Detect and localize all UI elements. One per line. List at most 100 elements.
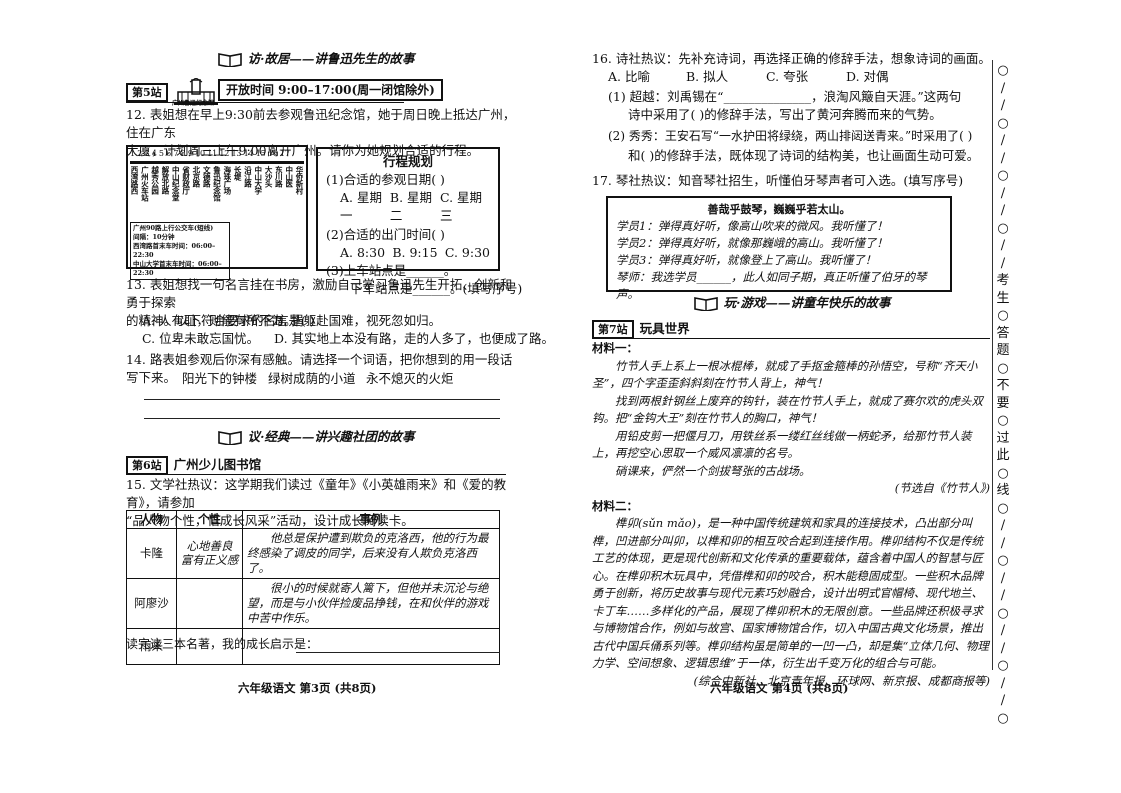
route-stop: 长堤 <box>233 165 243 180</box>
station-tag: 第7站 <box>592 320 634 339</box>
material-paragraph: 榫卯(sǔn mǎo)，是一种中国传统建筑和家具的连接技术，凸出部分叫榫，凹进部… <box>592 516 989 670</box>
zhiyin-listening-box: 善哉乎鼓琴，巍巍乎若太山。 学员1：弹得真好听，像高山吹来的微风。我听懂了！ 学… <box>606 196 952 301</box>
q16-part2-line1[interactable]: (2) 秀秀：王安石写“一水护田将绿绕，两山排闼送青来。”时采用了( ) <box>608 129 973 143</box>
plan-q1-options: A. 星期一 B. 星期二 C. 星期三 <box>326 189 490 225</box>
binding-char: ○ <box>997 220 1009 236</box>
route-stop: 文德路 <box>202 165 212 187</box>
route-stop: 东川路 <box>274 165 284 187</box>
q13-line1: 13. 表姐想找一句名言挂在书房，激励自己学习鲁迅先生开拓、创新和勇于探索 <box>126 277 513 311</box>
binding-char: ○ <box>997 658 1009 673</box>
binding-char: / <box>1000 640 1006 656</box>
student-1-answer: 学员1：弹得真好听，像高山吹来的微风。我听懂了！ <box>616 219 888 233</box>
answer-line[interactable] <box>144 399 500 400</box>
route-stop: 中山医 <box>284 165 294 187</box>
binding-char: / <box>1000 570 1006 586</box>
character-example[interactable] <box>242 627 500 665</box>
option-c[interactable]: C. 星期三 <box>439 190 483 224</box>
station-name: 广州少儿图书馆 <box>173 457 262 473</box>
q16-option-b[interactable]: B. 拟人 <box>686 69 729 84</box>
station-tag: 第5站 <box>126 82 168 102</box>
binding-char: ○ <box>997 465 1009 481</box>
option-a[interactable]: A. 8:30 <box>340 244 386 260</box>
q13-option-b[interactable]: B. 捐躯赴国难，视死忽如归。 <box>274 313 442 328</box>
museum-caption: 广州鲁迅纪念馆 <box>172 100 215 107</box>
column-header: 个性 <box>176 510 243 529</box>
binding-char: / <box>1000 185 1006 201</box>
q13-line2: 的精神。以下符合要求的名言是( ) <box>126 313 315 329</box>
q16-part2-line2[interactable]: 和( )的修辞手法，既体现了诗词的结构美，也让画面生动可爱。 <box>628 148 980 163</box>
station-underline <box>592 338 990 339</box>
route-stop: 越秀公园 <box>150 165 160 194</box>
open-book-icon <box>217 430 242 445</box>
binding-char: 不 <box>996 378 1010 393</box>
left-page: 访·故居——讲鲁迅先生的故事 第5站 广州鲁迅纪念馆 开放时间 9:00–17:… <box>0 0 554 793</box>
station-7-bar: 第7站 玩具世界 <box>592 320 690 339</box>
page-footer: 六年级语文 第3页 (共8页) <box>238 681 377 696</box>
binding-char: / <box>1000 535 1006 551</box>
plan-q2-options: A. 8:30 B. 9:15 C. 9:30 <box>326 244 490 262</box>
table-row: 卡隆 心地善良 富有正义感 他总是保护遭到欺负的克洛西，他的行为最终感染了调皮的… <box>126 527 500 579</box>
binding-char: / <box>1000 693 1006 708</box>
student-2-answer: 学员2：弹得真好听，就像那巍峨的高山。我听懂了！ <box>616 236 888 250</box>
material-source: (综合中新社、北京青年报、环球网、新京报、成都商报等) <box>693 673 990 688</box>
station-underline <box>126 102 404 103</box>
open-book-icon <box>217 52 242 67</box>
q16-option-a[interactable]: A. 比喻 <box>608 69 650 84</box>
table-header-row: 人物 个性 事例 <box>126 510 500 529</box>
character-trait[interactable] <box>176 577 243 629</box>
station-name: 玩具世界 <box>639 321 690 337</box>
q14-word-1[interactable]: 阳光下的钟楼 <box>182 371 258 386</box>
binding-char: / <box>1000 518 1006 533</box>
binding-char: ○ <box>997 413 1009 428</box>
section-title: 议·经典——讲兴趣社团的故事 <box>247 429 415 444</box>
binding-char: ○ <box>997 308 1009 323</box>
option-a[interactable]: A. 星期一 <box>340 190 382 224</box>
binding-char: / <box>1000 98 1006 113</box>
binding-char: ○ <box>997 168 1009 183</box>
q13-option-a[interactable]: A. 人有耻，则能有所不为。 <box>142 313 297 328</box>
binding-char: 此 <box>996 448 1010 463</box>
plan-q3-boarding[interactable]: (3)上车站点是______。 <box>326 262 457 278</box>
q16-option-d[interactable]: D. 对偶 <box>846 69 889 84</box>
option-c[interactable]: C. 9:30 <box>444 244 490 260</box>
character-trait[interactable]: 心地善良 富有正义感 <box>176 527 243 579</box>
route-stop: 省财政厅 <box>181 165 191 194</box>
option-b[interactable]: B. 星期二 <box>389 190 433 224</box>
q13-option-c[interactable]: C. 位卑未敢忘国忧。 <box>142 331 260 346</box>
binding-char: / <box>1000 238 1006 253</box>
q16-option-c[interactable]: C. 夸张 <box>766 69 809 84</box>
route-name: 广州90路上行公交车(短线) <box>133 223 214 232</box>
material-paragraph: 找到两根針钢丝上废弃的钩针，装在竹节人手上，就成了赛尔欢的虎头双钩。把“金钩大王… <box>592 393 983 426</box>
option-b[interactable]: B. 9:15 <box>392 244 438 260</box>
route-stop: 西湾路西 <box>130 165 139 194</box>
binding-char: ○ <box>997 500 1009 516</box>
q16-part1-line1[interactable]: (1) 超越：刘禹锡在“______________，浪淘风簸自天涯。”这两句 <box>608 89 962 104</box>
answer-line[interactable] <box>144 418 500 419</box>
column-header: 人物 <box>126 510 177 529</box>
section-heading-play: 玩·游戏——讲童年快乐的故事 <box>592 294 992 312</box>
route-stop: 沿江路 <box>243 165 253 187</box>
answer-line[interactable] <box>296 652 500 653</box>
open-book-icon <box>693 296 718 311</box>
q16-part1-line2[interactable]: 诗中采用了( )的修辞手法，写出了黄河奔腾而来的气势。 <box>628 107 942 122</box>
plan-q3-alighting[interactable]: 下车站点是______。(填写序号) <box>350 280 523 296</box>
character-trait[interactable] <box>176 627 243 665</box>
material-label: 材料一： <box>592 341 638 355</box>
binding-char: 生 <box>996 290 1010 306</box>
binding-char: / <box>1000 80 1006 96</box>
poem-line: 善哉乎鼓琴，巍巍乎若太山。 <box>707 203 851 216</box>
qin-master-verdict[interactable]: 琴师：我选学员______，此人如同子期，真正听懂了伯牙的琴声。 <box>616 270 927 301</box>
route-stop: 北京路 <box>191 165 201 187</box>
q15-line1: 15. 文学社热议：这学期我们读过《童年》《小英雄雨来》和《爱的教育》，请参加 <box>126 477 507 511</box>
plan-q2: (2)合适的出门时间( ) <box>326 226 445 242</box>
itinerary-plan-box: 行程规划 (1)合适的参观日期( ) A. 星期一 B. 星期二 C. 星期三 … <box>316 147 522 296</box>
character-example: 很小的时候就寄人篱下，但他并未沉沦与绝望，而是与小伙伴捡废品挣钱，在和伙伴的游戏… <box>242 577 500 629</box>
q14-word-3[interactable]: 永不熄灭的火炬 <box>366 371 454 386</box>
q14-word-2[interactable]: 绿树成荫的小道 <box>268 371 356 386</box>
table-row: 阿廖沙 很小的时候就寄人篱下，但他并未沉沦与绝望，而是与小伙伴捡废品挣钱，在和伙… <box>126 577 500 629</box>
character-name: 阿廖沙 <box>126 577 177 629</box>
binding-char: / <box>1000 150 1006 166</box>
q13-option-d[interactable]: D. 其实地上本没有路，走的人多了，也便成了路。 <box>274 331 555 346</box>
section-title: 玩·游戏——讲童年快乐的故事 <box>723 295 891 310</box>
station-underline <box>126 474 506 475</box>
